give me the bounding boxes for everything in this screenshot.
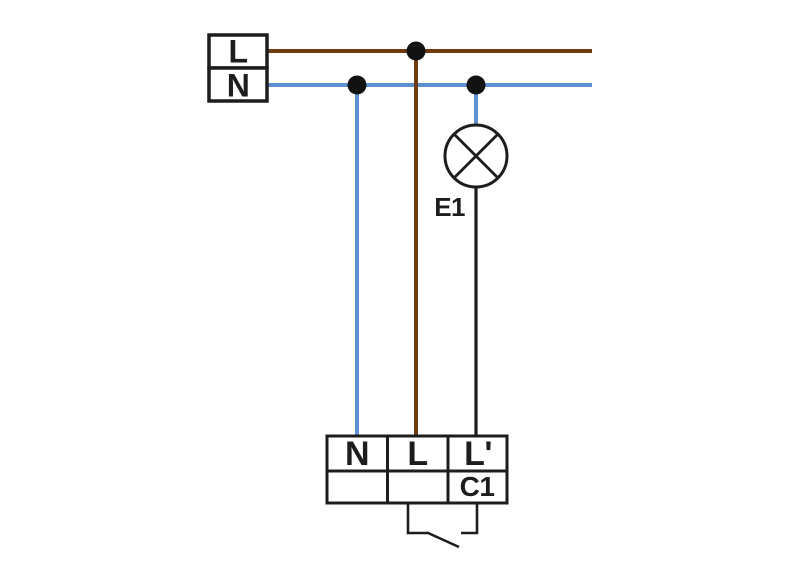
terminal-l1-label: L' (464, 435, 492, 473)
lamp-icon (443, 123, 509, 189)
terminal-n-label: N (345, 435, 369, 473)
lamp-symbol: E1 (434, 123, 509, 222)
switch-blade (426, 531, 460, 549)
switch-lead-left (406, 503, 428, 535)
junction-dot-neutral-left (347, 75, 367, 95)
source-terminal-n-label: N (227, 68, 250, 104)
source-terminal-l-label: L (228, 34, 247, 70)
switch-lead-right (461, 503, 479, 535)
terminal-l-label: L (407, 435, 427, 473)
lamp-cross-stroke-2 (453, 133, 499, 179)
mains-supply-box: L N (207, 33, 269, 104)
channel-c1-label: C1 (460, 471, 495, 502)
internal-switch-contact (406, 503, 479, 549)
junction-dot-line (406, 41, 426, 61)
lamp-label: E1 (434, 192, 465, 222)
source-terminal-n-cell (207, 66, 269, 103)
junction-dot-neutral-right (466, 75, 486, 95)
device-terminal-block: N L L' C1 (325, 434, 509, 505)
